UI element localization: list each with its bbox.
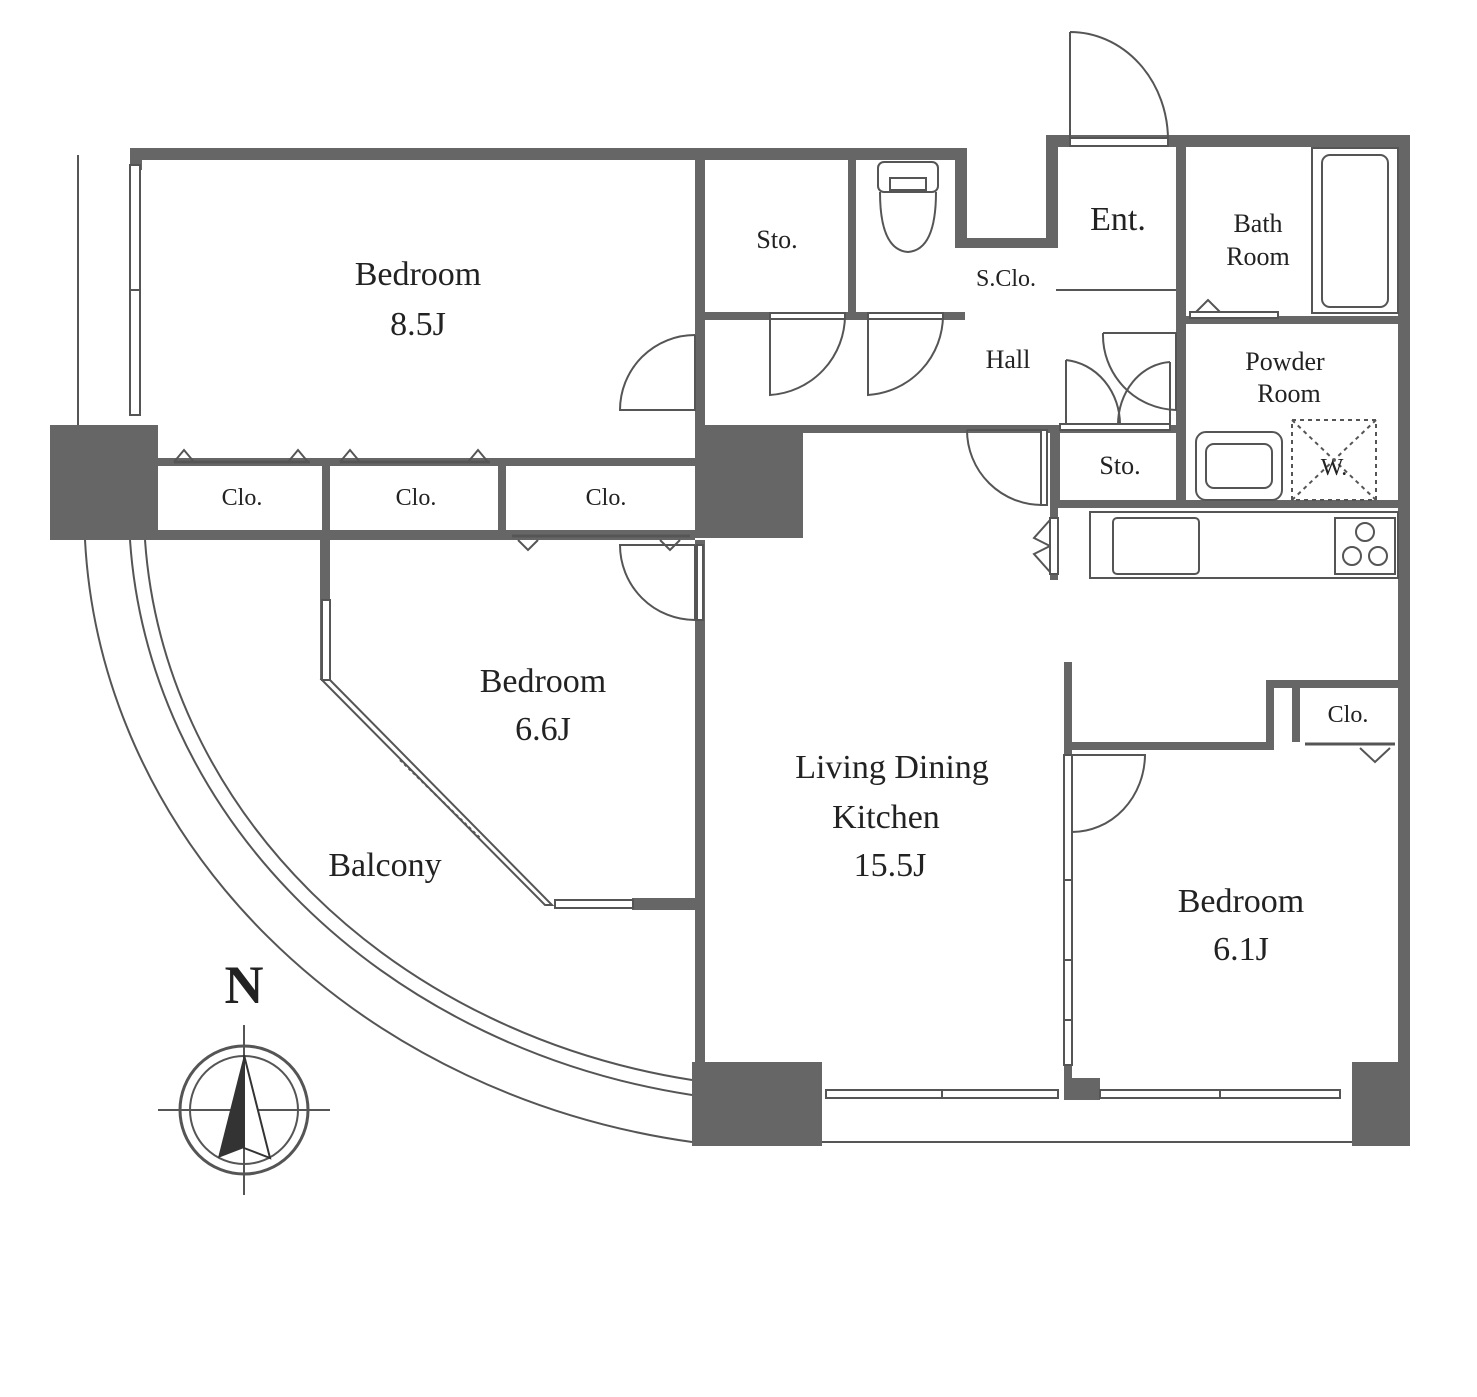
bedroom-se-size: 6.1J [1213, 931, 1269, 968]
hall-label: Hall [986, 345, 1031, 374]
bedroom-w-size: 6.6J [515, 711, 571, 748]
compass-needle-icon [218, 1055, 244, 1158]
ldk-line1: Living Dining [795, 749, 989, 786]
bedroom-nw-name: Bedroom [355, 256, 482, 293]
shoe-closet-label: S.Clo. [976, 266, 1036, 292]
compass-north-label: N [225, 955, 264, 1015]
bath-line2: Room [1226, 242, 1290, 271]
balcony-label: Balcony [328, 847, 441, 884]
washer-label: W. [1321, 455, 1347, 481]
powder-line2: Room [1257, 379, 1321, 408]
fixtures [77, 31, 1399, 1143]
bedroom-w-name: Bedroom [480, 663, 607, 700]
closet-se-label: Clo. [1328, 702, 1369, 728]
entrance-label: Ent. [1090, 201, 1146, 238]
ldk-line2: Kitchen [832, 799, 940, 836]
compass: N [158, 955, 330, 1195]
storage-top-label: Sto. [756, 225, 797, 254]
powder-line1: Powder [1245, 347, 1325, 376]
bedroom-se-name: Bedroom [1178, 883, 1305, 920]
storage-hall-label: Sto. [1099, 451, 1140, 480]
closet-3-label: Clo. [586, 485, 627, 511]
bedroom-nw-size: 8.5J [390, 306, 446, 343]
ldk-size: 15.5J [854, 847, 927, 884]
bath-line1: Bath [1233, 209, 1282, 238]
room-labels: Bedroom 8.5J Bedroom 6.6J Living Dining … [222, 201, 1369, 968]
closet-1-label: Clo. [222, 485, 263, 511]
closet-2-label: Clo. [396, 485, 437, 511]
